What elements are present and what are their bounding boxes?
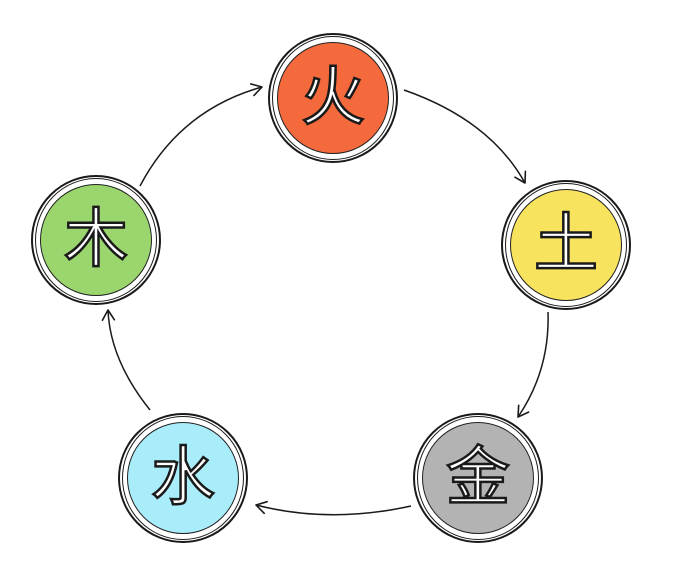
element-node-earth: 土 [501,180,631,310]
arrow-fire-to-earth [403,89,527,184]
arrow-water-to-wood [101,309,151,411]
node-ring [118,413,248,543]
arrow-earth-to-metal [517,311,549,418]
node-fill [127,422,239,534]
node-ring [268,33,398,163]
arrow-metal-to-water [255,500,412,516]
node-ring [501,180,631,310]
node-ring-inner [122,416,244,540]
node-fill [510,189,622,301]
node-glyph: 金 [445,440,512,517]
node-fill [40,184,152,296]
node-glyph: 土 [533,207,600,284]
node-glyph: 火 [300,60,367,137]
node-ring [31,175,161,305]
node-ring-inner [417,416,539,540]
element-node-fire: 火 [268,33,398,163]
node-fill [422,422,534,534]
node-ring-inner [35,178,157,302]
element-node-metal: 金 [413,413,543,543]
node-ring [413,413,543,543]
element-node-water: 水 [118,413,248,543]
node-ring-inner [505,183,627,307]
node-fill [277,42,389,154]
node-glyph: 木 [63,202,130,279]
arrow-wood-to-fire [139,83,263,187]
element-node-wood: 木 [31,175,161,305]
node-glyph: 水 [150,440,217,517]
node-ring-inner [272,36,394,160]
